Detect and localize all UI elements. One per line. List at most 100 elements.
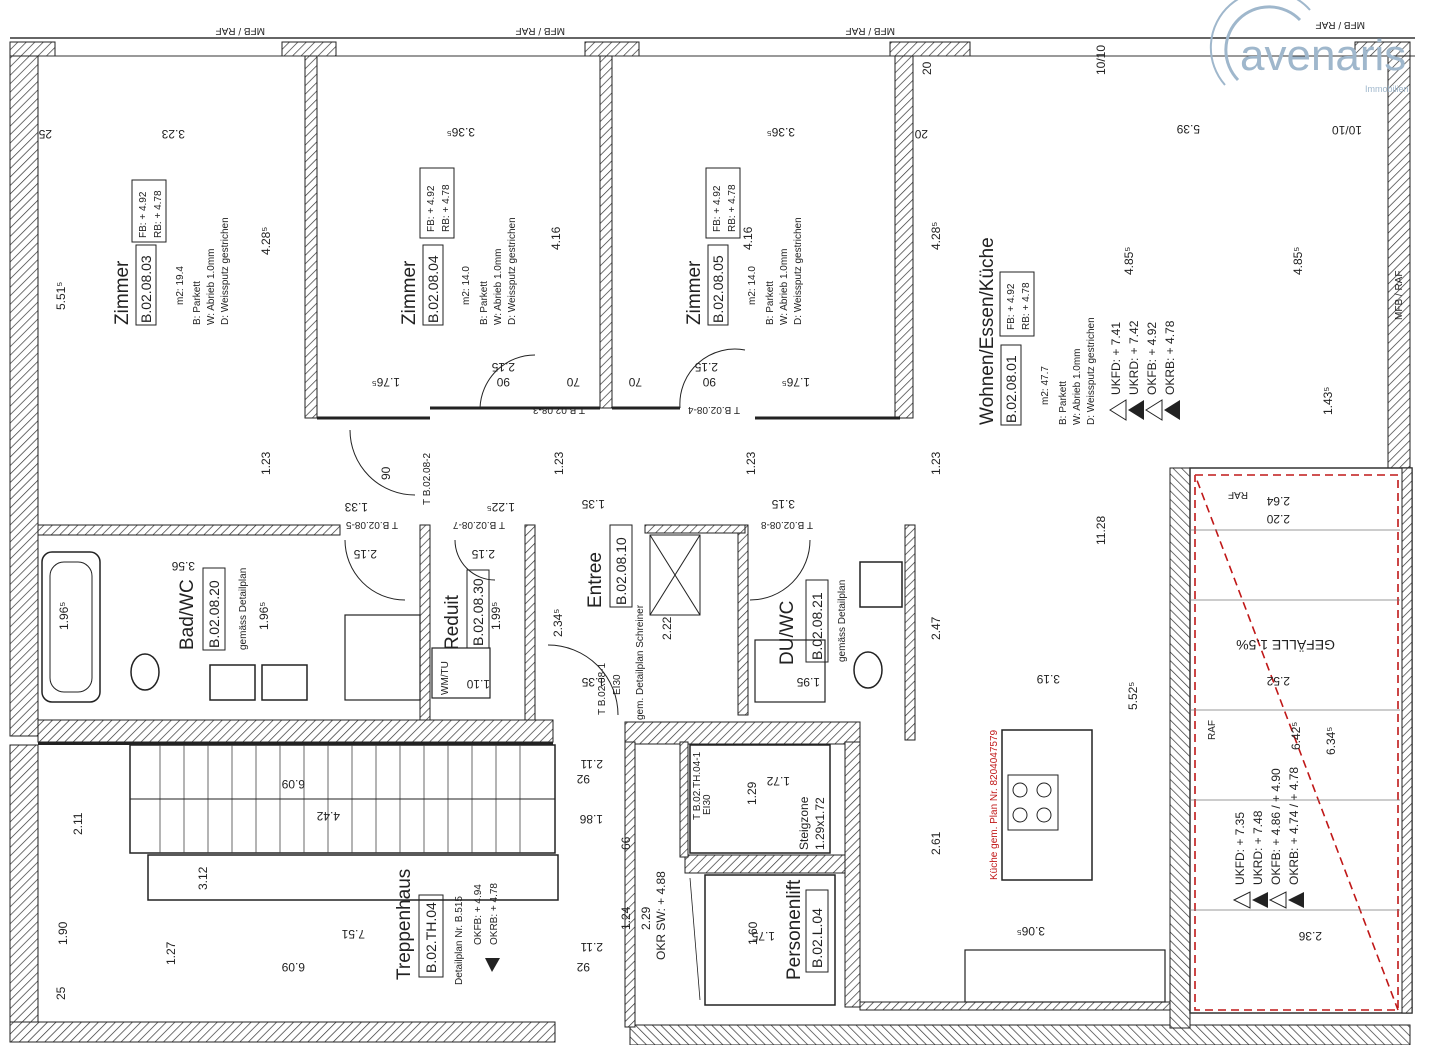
dimension-label: 3.19 [1036, 672, 1060, 686]
dimension-label: 1.27 [164, 941, 178, 965]
dimension-label: 92 [576, 960, 590, 974]
dimension-label: 1.76⁵ [372, 375, 400, 389]
dimension-label: 3.36⁵ [447, 125, 475, 139]
okfb-level: OKFB: + 4.94 [473, 884, 484, 945]
room-duwc: DU/WC B.02.08.21 gemäss Detailplan [777, 579, 848, 665]
header-tag-1: MFB / RAF [216, 25, 265, 36]
top-wall-left [9, 41, 56, 57]
door-reduit [454, 539, 496, 581]
ceiling-finish: D: Weissputz gestrichen [507, 217, 518, 325]
shower-bad [344, 614, 421, 701]
wall-balcony-left [1169, 467, 1191, 1029]
rb-level: RB: + 4.78 [441, 184, 452, 232]
door-swings [344, 348, 811, 716]
wall-core-top [624, 721, 861, 745]
dimension-label: 20 [920, 61, 934, 75]
dimension-label: 7.51 [341, 927, 365, 941]
area: m2: 14.0 [461, 266, 472, 305]
room-wohnen: Wohnen/Essen/Küche B.02.08.01 FB: + 4.92… [977, 237, 1180, 880]
dimension-label: 90 [702, 375, 716, 389]
balcony-rail [1401, 467, 1413, 1014]
rb-level: RB: + 4.78 [1021, 282, 1032, 330]
area: m2: 19.4 [175, 266, 186, 305]
wall-finish: W: Abrieb 1.0mm [493, 248, 504, 325]
dimension-label: 4.16 [741, 226, 755, 250]
room-id-box [609, 524, 633, 608]
dimension-label: 2.15 [491, 360, 515, 374]
dimension-label: 2.64 [1266, 494, 1290, 508]
level-triangle-icon [1252, 892, 1268, 908]
dimension-label: 2.15 [471, 547, 495, 561]
room-note: gemäss Detailplan [238, 568, 249, 650]
okrb-level: OKRB: + 4.78 [1163, 320, 1177, 395]
dimension-label: 1.96⁵ [257, 602, 271, 630]
dimension-label: 2.47 [929, 616, 943, 640]
dimension-label: 6.09 [281, 777, 305, 791]
lift-cabin [704, 874, 836, 1006]
wall-stair-top [38, 742, 553, 745]
room-id: B.02.08.04 [425, 255, 441, 323]
level-triangle-icon [1145, 399, 1163, 421]
room-note: Detailplan Nr. B.515 [454, 896, 465, 985]
wall-steig-left [679, 741, 689, 858]
wall-finish: W: Abrieb 1.0mm [779, 248, 790, 325]
room-name: Wohnen/Essen/Küche [977, 237, 998, 425]
wall-steig-lift [684, 854, 846, 874]
fb-level: FB: + 4.92 [426, 185, 437, 232]
level-triangle-icon [1232, 891, 1251, 909]
level-box [705, 167, 741, 239]
room-id-box [202, 567, 226, 651]
balcony-slope-dash [1194, 474, 1399, 1011]
fb-level: FB: + 4.92 [712, 185, 723, 232]
room-id: B.02.08.21 [809, 592, 825, 660]
wall-bad-bottom [37, 719, 554, 743]
room-steigzone: Steigzone 1.29x1.72 [797, 796, 827, 850]
wall-duwc-right [904, 524, 916, 741]
area: m2: 14.0 [747, 266, 758, 305]
wall-reduit-right [524, 524, 536, 721]
sink-bad-2 [261, 664, 308, 701]
bottom-wall [9, 1021, 556, 1043]
dimension-label: 70 [566, 375, 580, 389]
door-tag: T B.02.TH.04-1 [692, 751, 703, 820]
shaft-x2 [649, 534, 701, 616]
room-id: B.02.08.20 [206, 580, 222, 648]
dimension-label: 2.11 [580, 940, 603, 954]
ukrd-level: UKRD: + 7.42 [1127, 320, 1141, 395]
fire-rating-label: EI30 [702, 794, 713, 815]
door-tag: T B.02.08-7 [452, 519, 505, 530]
dimension-label: 1.86 [579, 812, 603, 826]
lift-dim: 1.60 [746, 921, 760, 945]
balcony-okrb: OKRB: + 4.74 / + 4.78 [1287, 767, 1301, 885]
room-id-box [466, 569, 490, 649]
dimension-label: 2.15 [694, 360, 718, 374]
outer-walls [9, 37, 1415, 1045]
top-wall-seg3 [584, 41, 640, 57]
door-entree [547, 644, 619, 716]
dimension-label: 6.09 [281, 960, 305, 974]
dimension-label: 1.90 [56, 921, 70, 945]
level-triangle-icon [1268, 891, 1287, 909]
room-name: DU/WC [777, 601, 798, 665]
sink-bad-1 [209, 664, 256, 701]
door-tag: T B.02.08-1 [597, 662, 608, 715]
balcony-labels: GEFÄLLE 1.5% RAF RAF UKFD: + 7.35 UKRD: … [1207, 489, 1335, 909]
room-id-box [418, 894, 444, 978]
steigzone-box [689, 744, 831, 854]
avenaris-logo: avenaris Immobilien [1209, 0, 1409, 94]
dimension-label: 1.24 [619, 906, 633, 930]
dimension-label: 2.20 [1266, 512, 1290, 526]
bathtub-inner [49, 561, 93, 693]
wall-z2-z3 [599, 55, 613, 409]
dimension-label: 2.52 [1266, 674, 1290, 688]
lift-dim2: 1.75 [751, 929, 775, 943]
dimension-label: 1.72 [766, 774, 790, 788]
floor-finish: B: Parkett [192, 281, 203, 325]
room-entree: Entree B.02.08.10 gem. Detailplan Schrei… [585, 524, 646, 720]
header-tag-2: MFB / RAF [516, 25, 565, 36]
level-triangle-icon [1164, 400, 1180, 420]
top-wall-seg4 [889, 41, 971, 57]
dimension-label: 4.85⁵ [1122, 247, 1136, 275]
shower-duwc [754, 639, 826, 703]
